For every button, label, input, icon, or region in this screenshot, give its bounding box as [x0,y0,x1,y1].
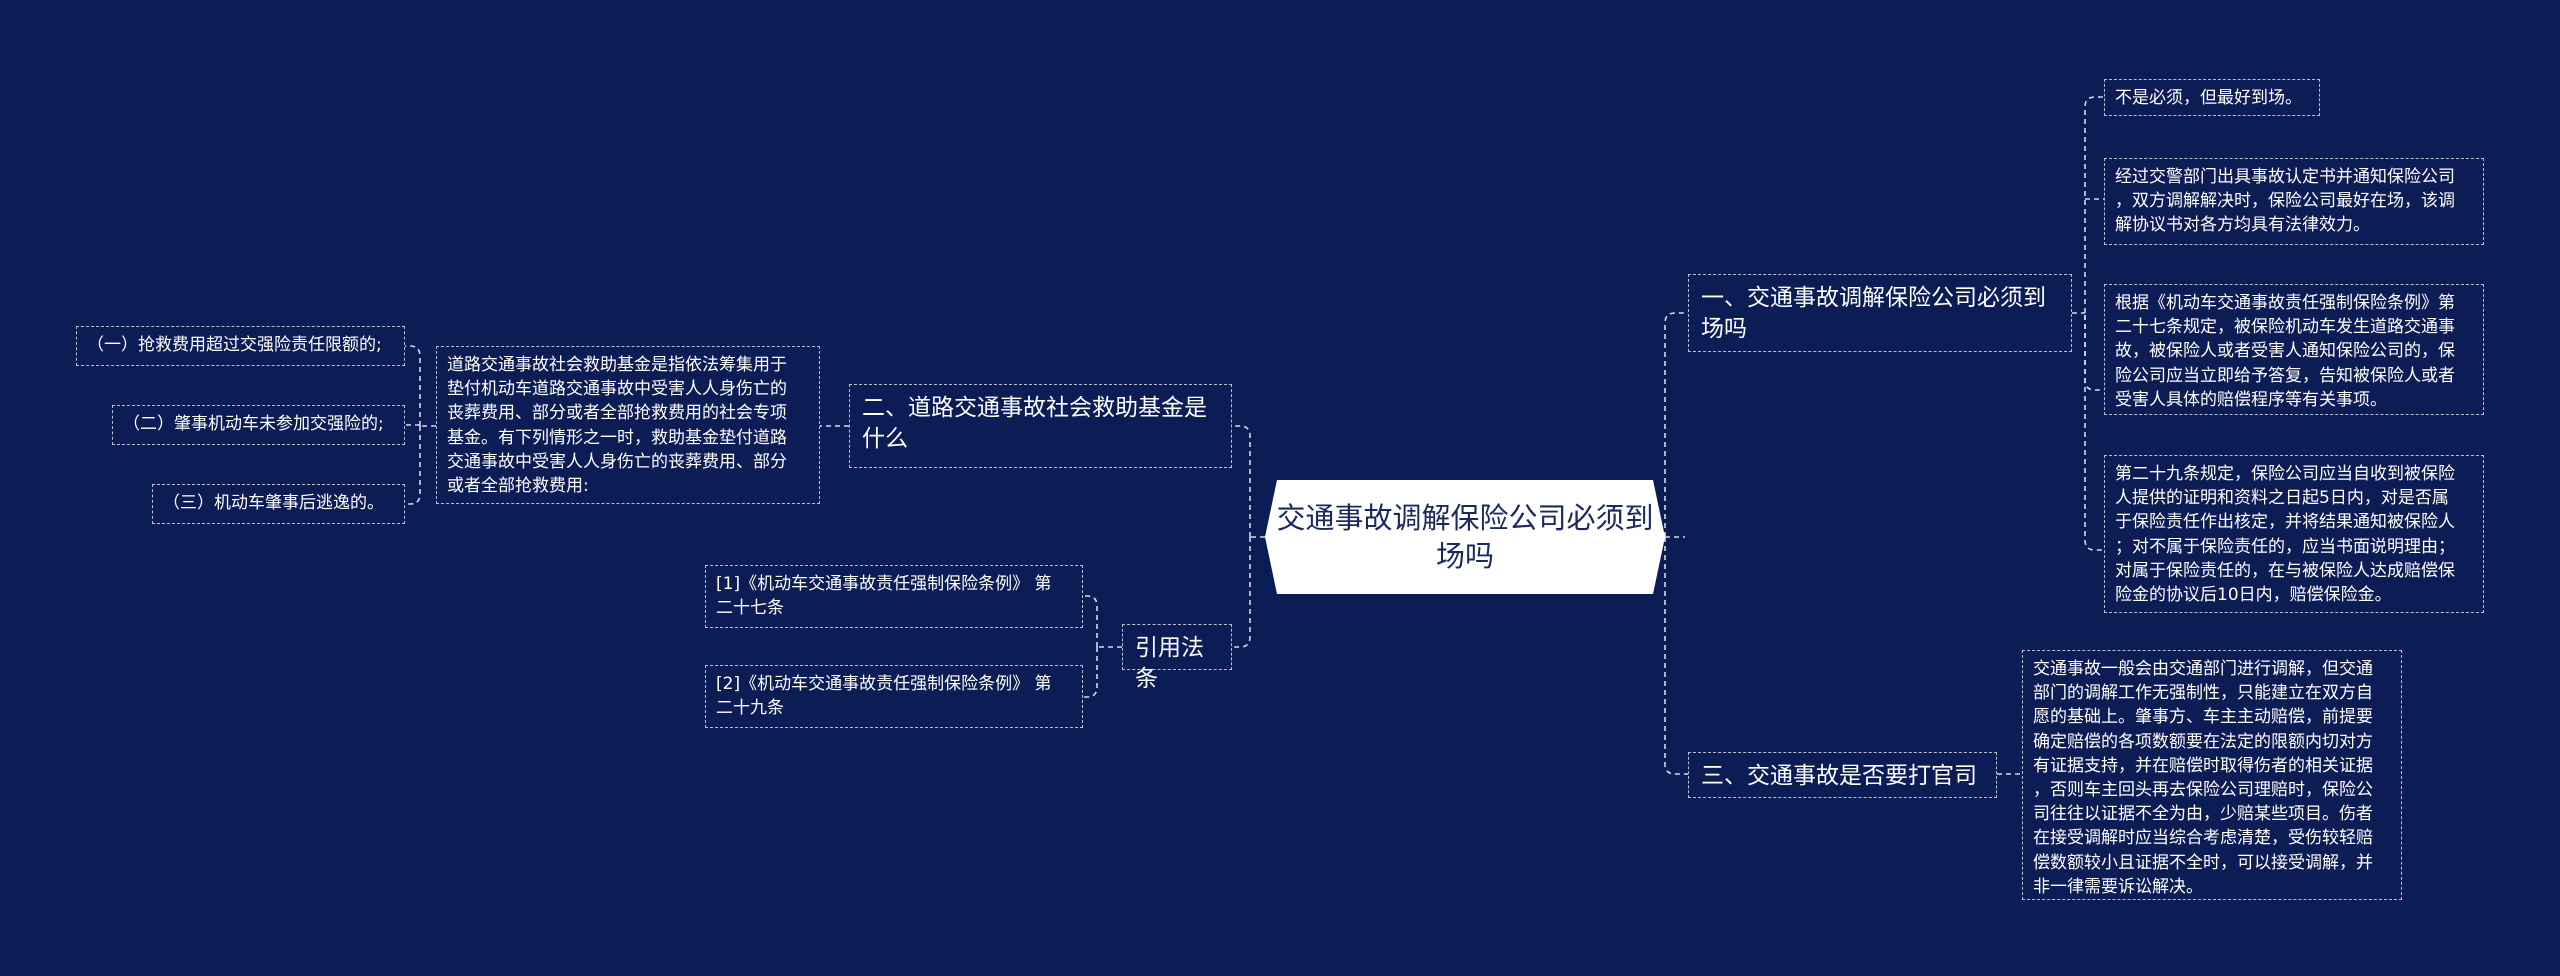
connector-line [1083,647,1098,698]
leaf-relief-fund-definition[interactable]: 道路交通事故社会救助基金是指依法筹集用于 垫付机动车道路交通事故中受害人人身伤亡… [436,346,820,504]
leaf-article-27[interactable]: 根据《机动车交通事故责任强制保险条例》第 二十七条规定，被保险机动车发生道路交通… [2104,284,2484,415]
branch-cited-statutes[interactable]: 引用法条 [1122,624,1232,692]
leaf-statute-27[interactable]: [1]《机动车交通事故责任强制保险条例》 第 二十七条 [705,565,1083,628]
connector-line [405,345,421,426]
leaf-condition-3[interactable]: （三）机动车肇事后逃逸的。 [152,484,405,524]
connector-line [405,426,421,505]
central-topic[interactable]: 交通事故调解保险公司必须到场吗 [1265,480,1665,594]
connector-line [2084,315,2104,391]
connector-line [1664,537,1688,775]
connector-line [1232,425,1251,537]
leaf-condition-1[interactable]: （一）抢救费用超过交强险责任限额的; [76,326,405,366]
leaf-article-29[interactable]: 第二十九条规定，保险公司应当自收到被保险 人提供的证明和资料之日起5日内，对是否… [2104,455,2484,613]
connector-line [1232,537,1251,648]
branch-relief-fund[interactable]: 二、道路交通事故社会救助基金是 什么 [849,384,1232,468]
connector-line [1083,595,1098,647]
connector-line [2084,315,2104,551]
connector-line [1664,312,1688,537]
leaf-mediation-agreement[interactable]: 经过交警部门出具事故认定书并通知保险公司 ，双方调解解决时，保险公司最好在场，该… [2104,158,2484,245]
leaf-not-required[interactable]: 不是必须，但最好到场。 [2104,79,2320,116]
branch-traffic-mediation-insurer-presence[interactable]: 一、交通事故调解保险公司必须到场吗 [1688,274,2072,352]
connector-line [2084,96,2104,313]
branch-lawsuit-needed[interactable]: 三、交通事故是否要打官司 [1688,752,1997,798]
leaf-lawsuit-explanation[interactable]: 交通事故一般会由交通部门进行调解，但交通 部门的调解工作无强制性，只能建立在双方… [2022,650,2402,900]
leaf-condition-2[interactable]: （二）肇事机动车未参加交强险的; [112,405,405,445]
leaf-statute-29[interactable]: [2]《机动车交通事故责任强制保险条例》 第 二十九条 [705,665,1083,728]
